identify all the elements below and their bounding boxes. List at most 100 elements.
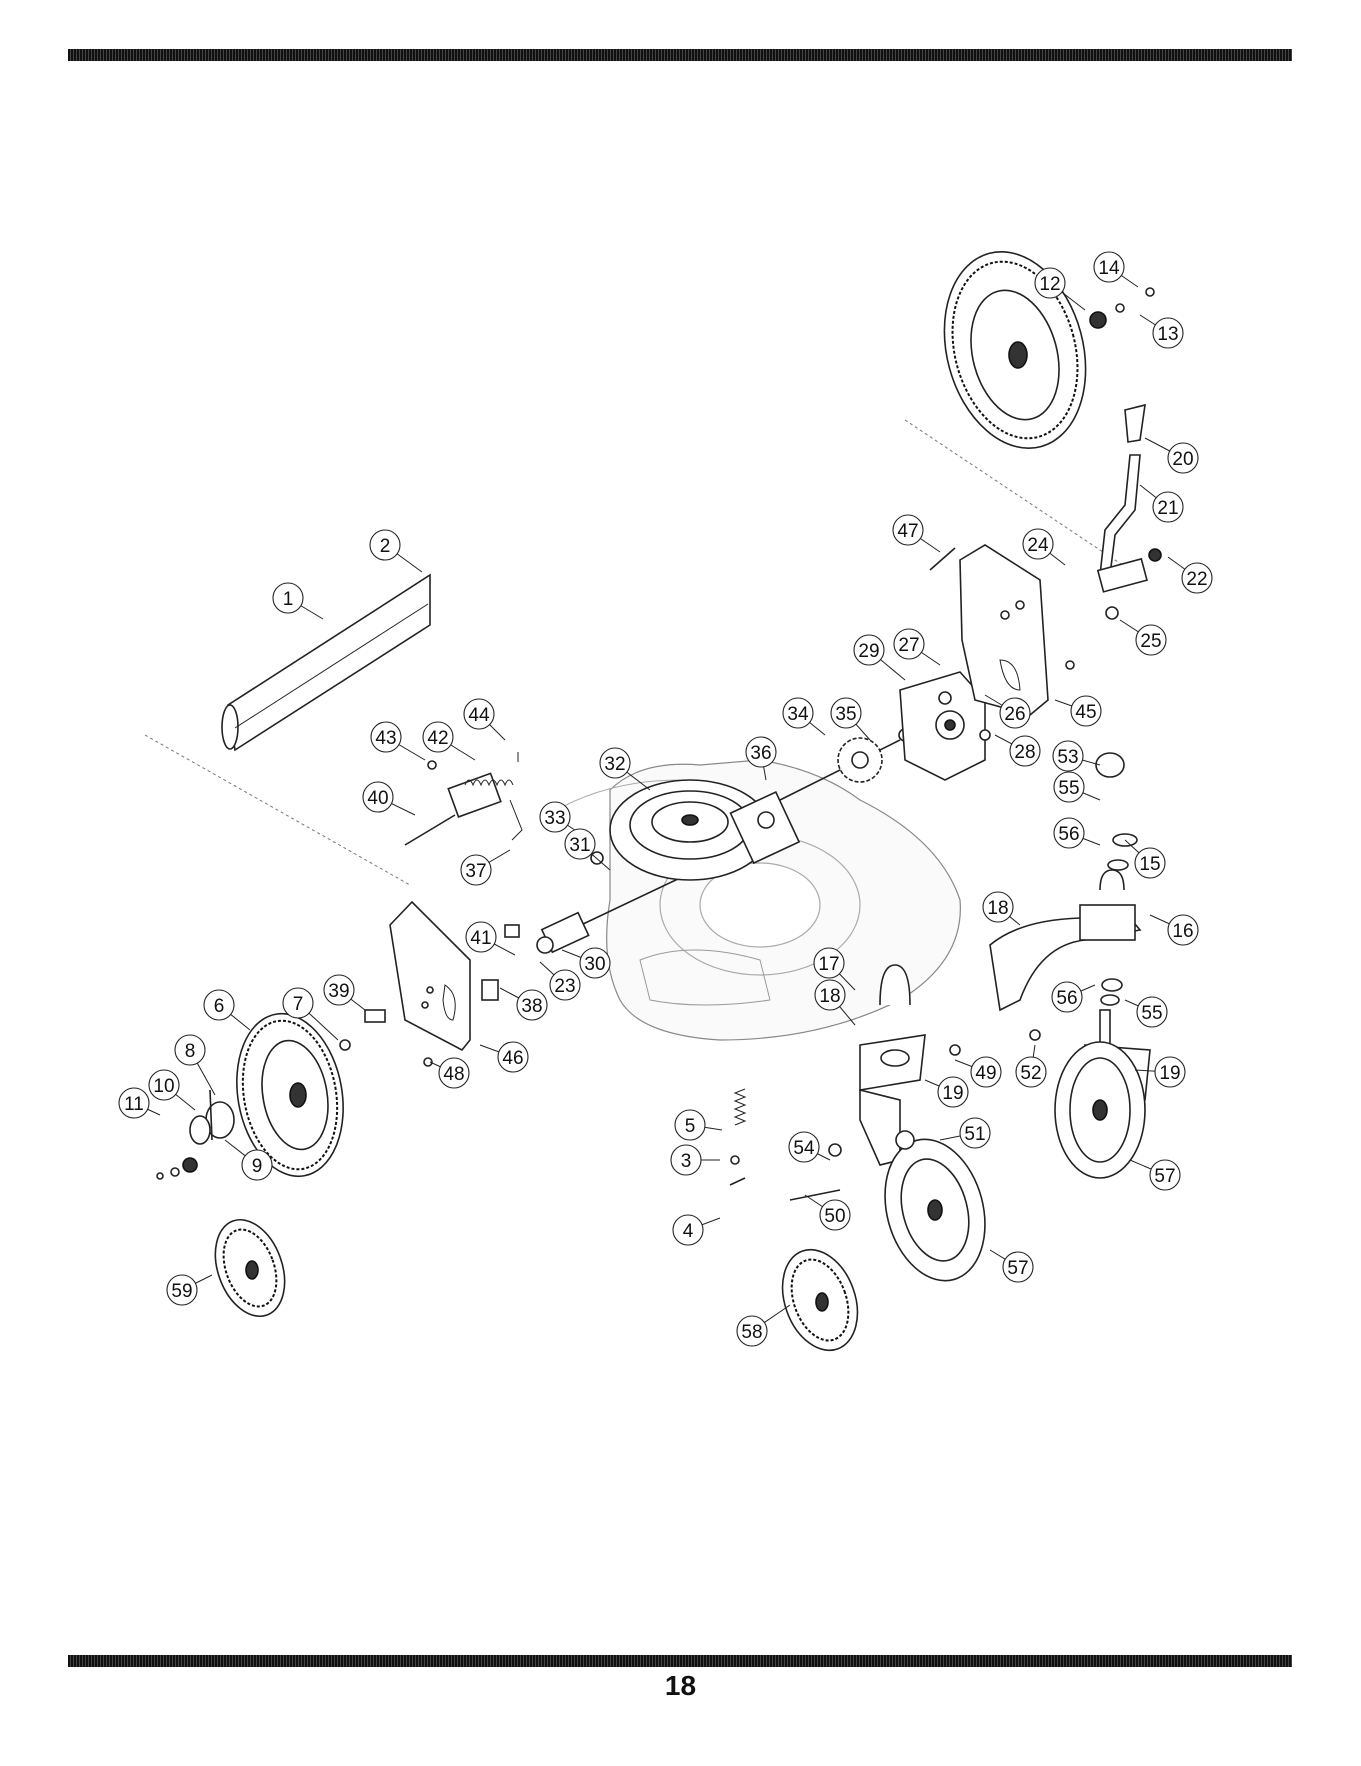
callout-number: 40 — [367, 788, 388, 809]
callout-8: 8 — [175, 1035, 205, 1065]
callout-number: 48 — [443, 1064, 464, 1085]
callout-24: 24 — [1023, 529, 1053, 559]
callout-38: 38 — [517, 990, 547, 1020]
callout-number: 34 — [787, 704, 809, 725]
callout-number: 31 — [569, 835, 590, 856]
callout-22: 22 — [1182, 563, 1212, 593]
callout-51: 51 — [960, 1118, 990, 1148]
callout-31: 31 — [565, 829, 595, 859]
callout-52: 52 — [1016, 1057, 1046, 1087]
callout-number: 57 — [1154, 1166, 1175, 1187]
callout-12: 12 — [1035, 268, 1065, 298]
callout-number: 22 — [1186, 569, 1207, 590]
callout-57: 57 — [1003, 1252, 1033, 1282]
callout-number: 56 — [1056, 988, 1077, 1009]
callout-number: 46 — [502, 1048, 523, 1069]
spring-assembly-part — [405, 752, 522, 845]
callout-number: 32 — [604, 754, 625, 775]
callout-9: 9 — [242, 1150, 272, 1180]
callout-number: 37 — [465, 861, 486, 882]
callout-34: 34 — [783, 698, 813, 728]
callout-number: 12 — [1039, 274, 1060, 295]
callout-1: 1 — [273, 583, 303, 613]
callout-13: 13 — [1153, 318, 1183, 348]
hubcap-left-part — [203, 1210, 297, 1326]
callout-44: 44 — [464, 699, 494, 729]
callout-17: 17 — [814, 948, 844, 978]
callout-number: 53 — [1057, 747, 1078, 768]
callout-number: 55 — [1058, 778, 1079, 799]
callout-number: 2 — [380, 536, 391, 557]
callout-number: 35 — [835, 704, 856, 725]
callout-number: 56 — [1058, 824, 1079, 845]
callout-47: 47 — [893, 515, 923, 545]
callout-number: 43 — [375, 728, 396, 749]
callout-2: 2 — [370, 530, 400, 560]
callout-46: 46 — [498, 1042, 528, 1072]
callout-14: 14 — [1094, 252, 1124, 282]
callout-number: 8 — [185, 1041, 196, 1062]
callout-number: 16 — [1172, 921, 1193, 942]
callout-50: 50 — [820, 1200, 850, 1230]
callout-16: 16 — [1168, 915, 1198, 945]
callout-number: 15 — [1139, 854, 1160, 875]
callout-56: 56 — [1052, 982, 1082, 1012]
callout-19: 19 — [938, 1077, 968, 1107]
callout-3: 3 — [671, 1145, 701, 1175]
callout-number: 55 — [1141, 1003, 1162, 1024]
callout-53: 53 — [1053, 741, 1083, 771]
callout-number: 4 — [683, 1221, 694, 1242]
bottom-rule — [68, 1655, 1292, 1667]
callout-number: 10 — [153, 1076, 174, 1097]
callout-15: 15 — [1135, 848, 1165, 878]
callout-number: 44 — [468, 705, 490, 726]
callout-30: 30 — [580, 948, 610, 978]
callout-number: 25 — [1140, 631, 1161, 652]
callout-number: 14 — [1098, 258, 1120, 279]
callout-number: 20 — [1172, 449, 1193, 470]
callout-number: 6 — [214, 996, 225, 1017]
callout-number: 23 — [554, 976, 575, 997]
callout-33: 33 — [540, 802, 570, 832]
callout-number: 54 — [793, 1138, 815, 1159]
callout-37: 37 — [461, 855, 491, 885]
callout-number: 18 — [987, 898, 1008, 919]
callout-57: 57 — [1150, 1160, 1180, 1190]
callout-number: 39 — [328, 981, 349, 1002]
callout-45: 45 — [1071, 696, 1101, 726]
height-lever-part — [1098, 405, 1161, 619]
callout-number: 33 — [544, 808, 565, 829]
callout-6: 6 — [204, 990, 234, 1020]
callout-5: 5 — [675, 1110, 705, 1140]
hubcap-center-part — [769, 1239, 870, 1361]
callout-number: 57 — [1007, 1258, 1028, 1279]
callout-18: 18 — [815, 980, 845, 1010]
callout-49: 49 — [971, 1057, 1001, 1087]
callout-number: 5 — [685, 1116, 696, 1137]
callout-55: 55 — [1054, 772, 1084, 802]
caster-spring-part — [730, 1089, 745, 1185]
callout-54: 54 — [789, 1132, 819, 1162]
callout-number: 19 — [942, 1083, 963, 1104]
callout-number: 42 — [427, 728, 448, 749]
callout-number: 11 — [124, 1094, 144, 1115]
callout-number: 58 — [741, 1322, 762, 1343]
callout-number: 26 — [1004, 704, 1025, 725]
callout-32: 32 — [600, 748, 630, 778]
callout-39: 39 — [324, 975, 354, 1005]
callout-number: 9 — [252, 1156, 263, 1177]
callout-27: 27 — [894, 629, 924, 659]
callout-43: 43 — [371, 722, 401, 752]
callout-number: 49 — [975, 1063, 996, 1084]
callout-59: 59 — [167, 1275, 197, 1305]
callout-number: 29 — [858, 641, 879, 662]
callout-number: 51 — [964, 1124, 985, 1145]
callout-number: 21 — [1157, 498, 1178, 519]
right-rear-wheel-hardware — [1090, 288, 1154, 328]
callout-55: 55 — [1137, 997, 1167, 1027]
callout-11: 11 — [119, 1088, 149, 1118]
callout-number: 38 — [521, 996, 542, 1017]
callout-number: 41 — [470, 928, 491, 949]
callout-number: 3 — [681, 1151, 692, 1172]
